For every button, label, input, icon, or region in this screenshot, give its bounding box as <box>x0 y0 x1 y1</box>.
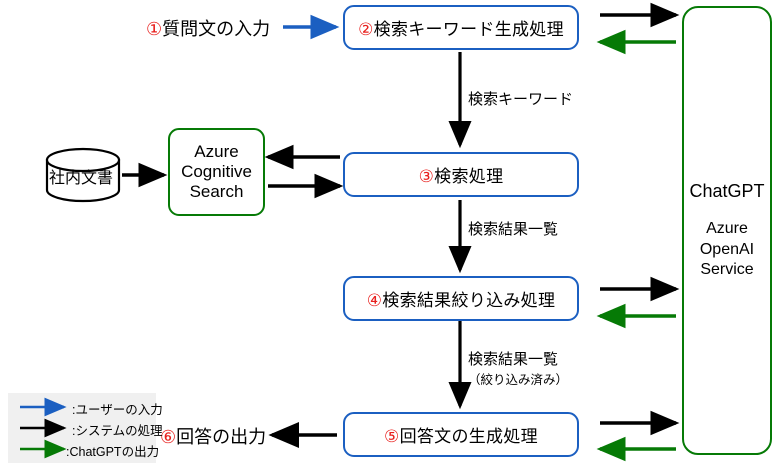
node-user-input-label: 質問文の入力 <box>162 19 271 39</box>
node-narrow-process[interactable]: ④検索結果絞り込み処理 <box>343 276 579 321</box>
cognitive-search-line3: Search <box>189 182 244 202</box>
legend: :ユーザーの入力 :システムの処理 :ChatGPTの出力 <box>8 393 163 463</box>
node-chatgpt-service[interactable]: ChatGPT Azure OpenAI Service <box>682 6 772 455</box>
legend-arrow-layer <box>20 397 67 459</box>
node-answer-output-number: ⑥ <box>160 427 177 447</box>
node-narrow-process-label: 検索結果絞り込み処理 <box>382 291 556 310</box>
cognitive-search-line2: Cognitive <box>181 161 252 181</box>
legend-label-chatgpt: :ChatGPTの出力 <box>66 445 160 459</box>
chatgpt-line3: Service <box>700 261 754 279</box>
node-search-process[interactable]: ③検索処理 <box>343 152 579 197</box>
node-cognitive-search[interactable]: Azure Cognitive Search <box>168 128 265 216</box>
edge-label-keyword: 検索キーワード <box>468 91 574 108</box>
edge-label-results-filtered-sub: （絞り込み済み） <box>468 373 569 387</box>
node-answer-generation[interactable]: ⑤回答文の生成処理 <box>343 412 579 457</box>
node-answer-generation-number: ⑤ <box>384 427 400 446</box>
documents-cylinder-icon <box>45 147 121 203</box>
node-documents-label: 社内文書 <box>49 170 114 187</box>
node-keyword-generation-label: 検索キーワード生成処理 <box>373 20 564 39</box>
edge-label-results-filtered: 検索結果一覧 （絞り込み済み） <box>468 348 568 388</box>
node-keyword-generation[interactable]: ②検索キーワード生成処理 <box>343 5 579 50</box>
node-keyword-generation-number: ② <box>358 20 374 39</box>
legend-label-user: :ユーザーの入力 <box>72 403 163 417</box>
node-user-input: ①質問文の入力 <box>146 15 270 41</box>
edge-label-results: 検索結果一覧 <box>468 221 559 238</box>
cognitive-search-line1: Azure <box>194 141 239 161</box>
legend-label-system: :システムの処理 <box>72 424 163 438</box>
node-answer-generation-label: 回答文の生成処理 <box>399 427 538 446</box>
node-narrow-process-number: ④ <box>366 291 383 310</box>
node-answer-output-label: 回答の出力 <box>176 427 267 447</box>
chatgpt-line2: OpenAI <box>699 240 755 258</box>
chatgpt-line1: Azure <box>706 220 748 238</box>
node-answer-output: ⑥回答の出力 <box>160 423 266 449</box>
node-user-input-number: ① <box>146 19 163 39</box>
edge-label-results-filtered-main: 検索結果一覧 <box>468 351 559 368</box>
node-search-process-label: 検索処理 <box>434 167 504 186</box>
node-search-process-number: ③ <box>418 167 435 186</box>
chatgpt-title: ChatGPT <box>689 181 765 202</box>
